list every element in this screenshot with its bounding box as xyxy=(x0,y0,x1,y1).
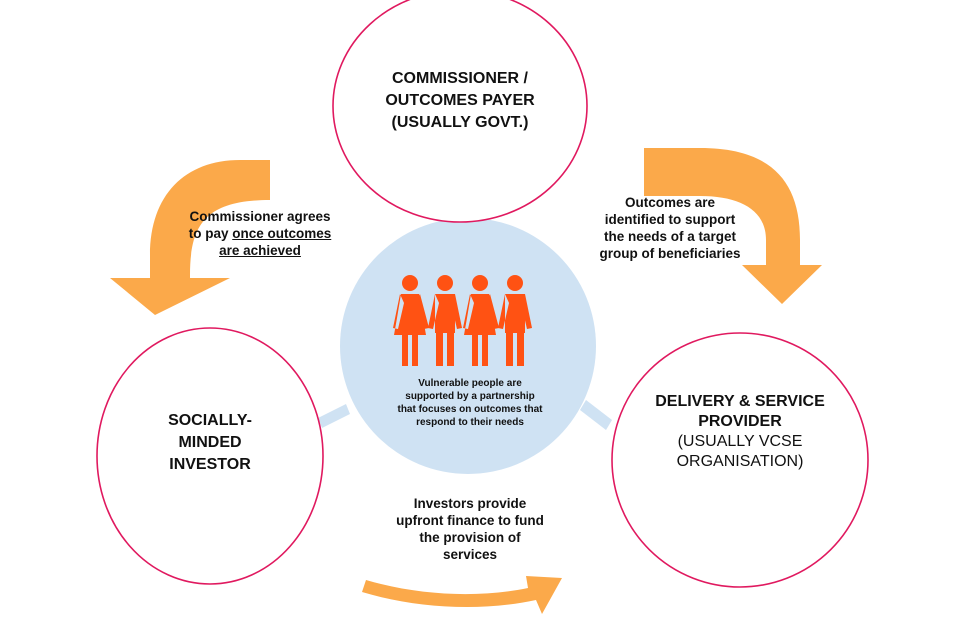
center-line: supported by a partnership xyxy=(405,391,535,402)
bottom-arrow-line: upfront finance to fund xyxy=(396,513,544,528)
connector-left xyxy=(318,404,350,428)
provider-node-circle xyxy=(611,332,869,588)
right-arrow-label: Outcomes are identified to support the n… xyxy=(560,194,780,262)
provider-title-line: DELIVERY & SERVICE xyxy=(655,393,825,410)
commissioner-node-circle xyxy=(332,0,588,223)
center-hub-label: Vulnerable people are supported by a par… xyxy=(360,377,580,429)
investor-node-circle xyxy=(96,327,324,585)
right-arrow-line: group of beneficiaries xyxy=(599,246,741,261)
bottom-arrow xyxy=(362,576,562,614)
arrows xyxy=(110,148,822,614)
left-arrow-label: Commissioner agrees to pay once outcomes… xyxy=(160,208,360,259)
person-female-icon xyxy=(393,275,429,366)
bottom-arrow-label: Investors provide upfront finance to fun… xyxy=(360,495,580,563)
commissioner-line: (USUALLY GOVT.) xyxy=(391,114,529,131)
commissioner-line: OUTCOMES PAYER xyxy=(385,92,535,109)
provider-subtitle-line: (USUALLY VCSE xyxy=(677,433,803,450)
left-arrow-line: to pay once outcomes xyxy=(160,225,360,242)
left-arrow xyxy=(110,160,270,315)
person-female-icon xyxy=(463,275,499,366)
investor-line: INVESTOR xyxy=(169,456,251,473)
investor-line: MINDED xyxy=(178,434,242,451)
provider-node-label: DELIVERY & SERVICE PROVIDER (USUALLY VCS… xyxy=(630,392,850,472)
right-arrow xyxy=(644,148,822,304)
investor-node-label: SOCIALLY- MINDED INVESTOR xyxy=(110,410,310,476)
bottom-arrow-line: the provision of xyxy=(419,530,521,545)
commissioner-node-label: COMMISSIONER / OUTCOMES PAYER (USUALLY G… xyxy=(360,68,560,134)
provider-title-line: PROVIDER xyxy=(698,413,782,430)
bottom-arrow-line: Investors provide xyxy=(413,496,527,511)
person-male-icon xyxy=(428,275,462,366)
people-holding-hands-icon xyxy=(393,275,532,366)
center-line: that focuses on outcomes that xyxy=(397,404,543,415)
investor-line: SOCIALLY- xyxy=(168,412,252,429)
center-hub-circle xyxy=(340,218,596,474)
person-male-icon xyxy=(498,275,532,366)
left-arrow-line: Commissioner agrees xyxy=(189,209,331,224)
left-arrow-underlined-text: once outcomes xyxy=(232,226,332,241)
left-arrow-plain-text: to pay xyxy=(188,226,233,241)
connector-right xyxy=(580,400,612,430)
left-arrow-underlined-line: are achieved xyxy=(219,243,301,258)
provider-subtitle-line: ORGANISATION) xyxy=(676,453,804,470)
right-arrow-line: the needs of a target xyxy=(603,229,737,244)
bottom-arrow-line: services xyxy=(442,547,498,562)
right-arrow-line: identified to support xyxy=(604,212,736,227)
right-arrow-line: Outcomes are xyxy=(624,195,716,210)
commissioner-line: COMMISSIONER / xyxy=(391,70,528,87)
center-line: Vulnerable people are xyxy=(418,378,522,389)
center-line: respond to their needs xyxy=(416,417,524,428)
